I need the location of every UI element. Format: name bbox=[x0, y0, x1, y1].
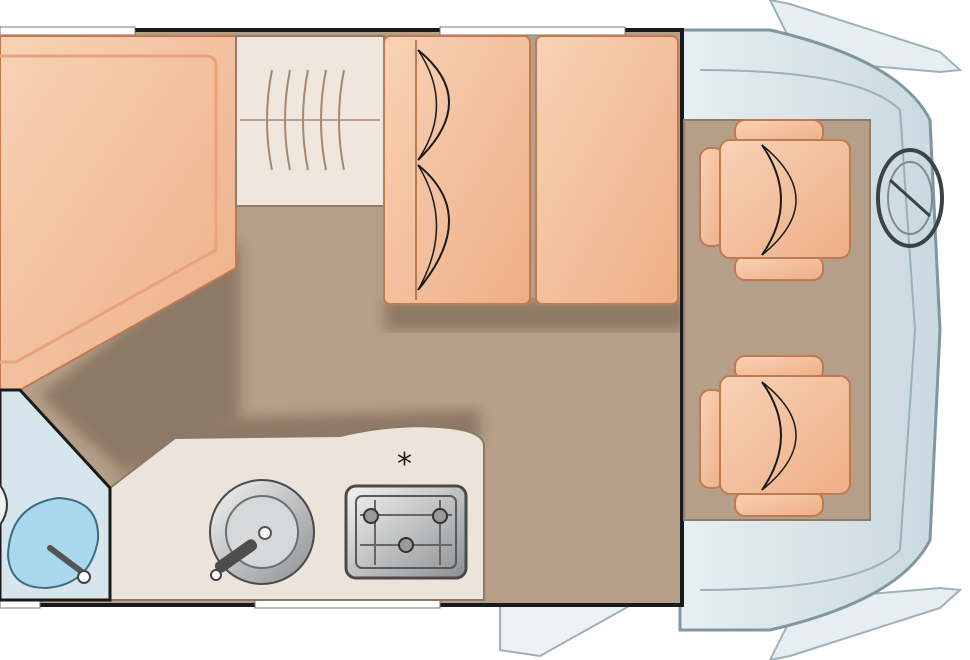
dinette-seat bbox=[535, 35, 679, 305]
double-bed bbox=[0, 35, 237, 391]
sink bbox=[209, 479, 315, 585]
star-marker: * bbox=[397, 447, 412, 482]
dinette bbox=[383, 35, 679, 305]
stove bbox=[344, 484, 468, 580]
steering-wheel bbox=[876, 148, 944, 248]
driver-seat bbox=[699, 119, 851, 281]
bench-seat bbox=[383, 35, 531, 305]
wardrobe bbox=[235, 35, 385, 207]
passenger-seat bbox=[699, 355, 851, 517]
bathroom bbox=[0, 388, 112, 602]
